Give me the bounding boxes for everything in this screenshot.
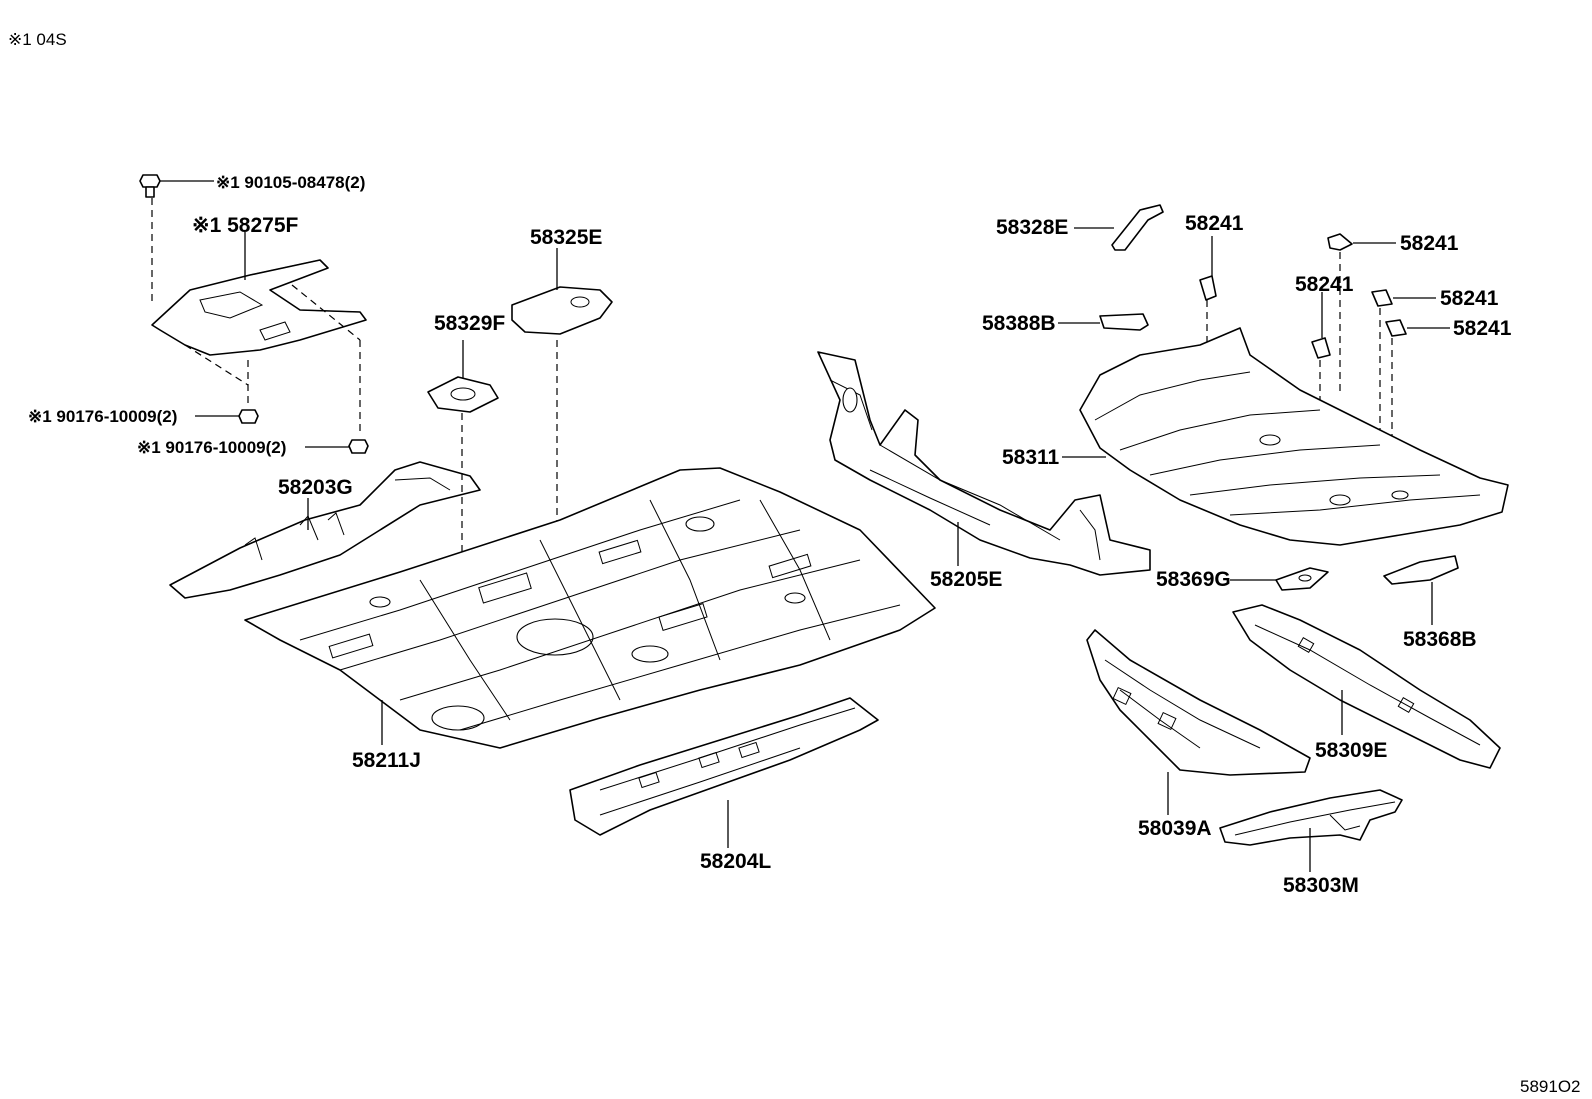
label-58211J: 58211J [352, 749, 421, 772]
label-nut-a: ※1 90176-10009(2) [28, 407, 177, 426]
label-58205E: 58205E [930, 568, 1002, 591]
part-58241-c [1311, 292, 1331, 500]
figure-code: 5891O2 [1520, 1077, 1581, 1096]
label-58275F: ※1 58275F [192, 214, 299, 237]
label-58328E: 58328E [996, 216, 1068, 239]
label-58311: 58311 [1002, 446, 1060, 469]
nut-90176-10009-a [195, 409, 259, 424]
label-bolt: ※1 90105-08478(2) [216, 173, 365, 192]
part-58211J-floor-pan [244, 467, 936, 749]
label-58039A: 58039A [1138, 817, 1212, 840]
label-58303M: 58303M [1283, 874, 1359, 897]
bolt-90105-08478 [139, 174, 214, 302]
label-58388B: 58388B [982, 312, 1056, 335]
part-58039A [1086, 629, 1311, 815]
part-58303M [1219, 789, 1403, 872]
part-58388B [1058, 313, 1149, 331]
label-58325E: 58325E [530, 226, 602, 249]
part-58205E [817, 351, 1151, 576]
label-58204L: 58204L [700, 850, 771, 873]
label-58203G: 58203G [278, 476, 353, 499]
label-58309E: 58309E [1315, 739, 1387, 762]
part-58328E [1074, 204, 1164, 251]
label-58369G: 58369G [1156, 568, 1231, 591]
part-58275F-bracket [151, 232, 367, 435]
header-code: ※1 04S [8, 30, 67, 49]
part-58241-b [1327, 233, 1396, 395]
part-58369G [1230, 567, 1329, 591]
label-58241-e: 58241 [1453, 317, 1512, 340]
part-58368B [1383, 555, 1459, 625]
label-58241-b: 58241 [1400, 232, 1459, 255]
part-58204L [569, 697, 879, 848]
part-58203G [169, 461, 481, 599]
nut-90176-10009-b [305, 439, 369, 454]
label-58329F: 58329F [434, 312, 505, 335]
label-58241-a: 58241 [1185, 212, 1244, 235]
part-58309E [1232, 604, 1501, 769]
label-58241-d: 58241 [1440, 287, 1499, 310]
label-58241-c: 58241 [1295, 273, 1354, 296]
label-58368B: 58368B [1403, 628, 1477, 651]
label-nut-b: ※1 90176-10009(2) [137, 438, 286, 457]
part-58311-rear-floor-pan [1062, 327, 1509, 546]
